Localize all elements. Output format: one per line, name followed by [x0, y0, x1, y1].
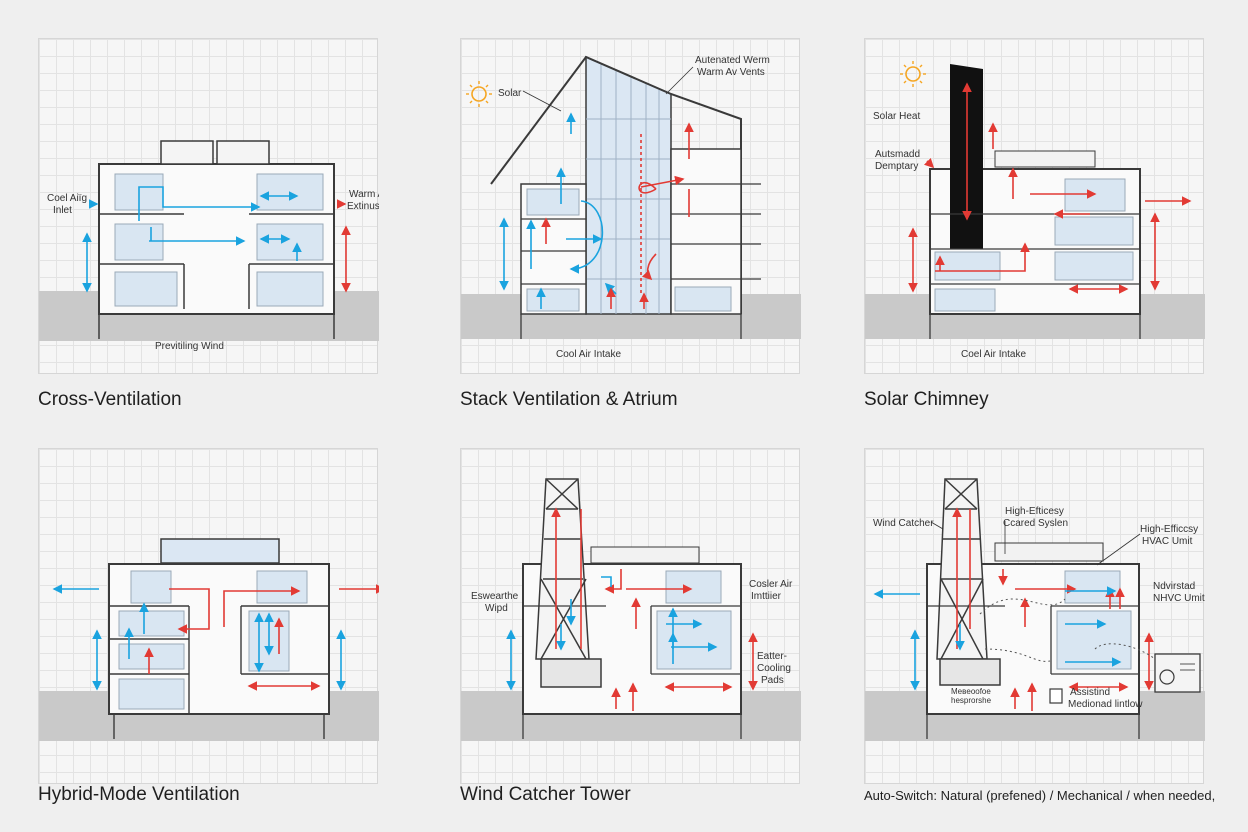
- label-intake: Cool Air Intake: [556, 349, 621, 360]
- wind-tower: [936, 478, 988, 660]
- warm-air-arrows: [144, 584, 379, 691]
- label-assisted: Medionad lintlow: [1068, 699, 1143, 710]
- label-exhaust: Warm Air: [349, 189, 379, 200]
- label-solar-heat: Solar Heat: [873, 111, 920, 122]
- label-wind: Eswearthe: [471, 591, 519, 602]
- label-wind: Wiрd: [485, 603, 508, 614]
- roof-unit: [160, 538, 280, 564]
- roof-unit: [590, 546, 700, 564]
- label-emitter: Imttiier: [751, 591, 782, 602]
- warm-air-arrows: [551, 507, 758, 711]
- roof-unit: [216, 140, 270, 165]
- stack-ventilation-drawing: Solar Autenated Werm Warm Av Vents Cool …: [461, 55, 801, 360]
- windows: [1056, 570, 1132, 670]
- hybrid-mode-drawing: [39, 538, 379, 741]
- label-pads: Cooling: [757, 663, 791, 674]
- label-cased-system: High-Efticesy: [1005, 506, 1064, 517]
- diagram-solar-chimney: Solar Heat Autsmadd Demptary Coel Air In…: [864, 38, 1205, 374]
- wind-tower: [535, 478, 590, 660]
- auto-switch-drawing: Wind Catcher High-Efticesy Ccared Syslen…: [865, 478, 1205, 741]
- label-damper: Autsmadd: [875, 149, 920, 160]
- label-emitter: Cosler Air: [749, 579, 793, 590]
- control-signal-lines: [979, 598, 1156, 662]
- diagram-wind-catcher-tower: Eswearthe Wiрd Cosler Air Imttiier Eatte…: [460, 448, 801, 784]
- windows: [934, 178, 1134, 312]
- solar-chimney-drawing: Solar Heat Autsmadd Demptary Coel Air In…: [865, 61, 1205, 360]
- label-solar: Solar: [498, 88, 522, 99]
- roof-unit: [160, 140, 214, 165]
- cross-ventilation-drawing: Coel Aiїg Inlet Warm Air Extinust Previt…: [39, 140, 379, 352]
- roof-unit: [994, 150, 1096, 168]
- control-box: [1049, 688, 1063, 704]
- hvac-unit: [1154, 653, 1201, 693]
- cool-air-arrows: [52, 584, 346, 691]
- label-box: hesprorshe: [951, 696, 992, 705]
- caption-hybrid-mode: Hybrid-Mode Ventilation: [38, 784, 240, 805]
- caption-auto-switch: Auto-Switch: Natural (prefened) / Mechan…: [864, 788, 1216, 803]
- label-vents: Warm Av Vents: [697, 67, 765, 78]
- caption-stack-ventilation: Stack Ventilation & Atrium: [460, 389, 678, 410]
- warm-air-arrows: [952, 507, 1154, 711]
- label-pads: Pads: [761, 675, 784, 686]
- label-hvac-unit: HVAC Umit: [1142, 536, 1193, 547]
- label-nhvc-unit: NHVC Umit: [1153, 593, 1205, 604]
- diagram-auto-switch: Wind Catcher High-Efticesy Ccared Syslen…: [864, 448, 1205, 784]
- caption-solar-chimney: Solar Chimney: [864, 389, 989, 410]
- label-exhaust: Extinust: [347, 201, 379, 212]
- label-vents: Autenated Werm: [695, 55, 770, 66]
- roof-unit: [994, 542, 1104, 562]
- cooling-box: [540, 658, 602, 688]
- caption-cross-ventilation: Cross-Ventilation: [38, 389, 182, 410]
- cool-air-arrows: [82, 186, 302, 293]
- atrium-glass: [585, 55, 672, 315]
- label-assisted: Assistind: [1070, 687, 1110, 698]
- label-wind: Previtiling Wind: [155, 341, 224, 352]
- cool-air-arrows: [873, 586, 1122, 691]
- label-hvac-unit: High-Efficcsy: [1140, 524, 1198, 535]
- label-pads: Eatter-: [757, 651, 787, 662]
- windows: [656, 570, 732, 670]
- label-inlet: Coel Aiїg: [47, 193, 87, 204]
- warm-air-arrows: [541, 122, 694, 309]
- caption-wind-catcher-tower: Wind Catcher Tower: [460, 784, 631, 805]
- label-cased-system: Ccared Syslen: [1003, 518, 1068, 529]
- warm-air-arrows: [908, 82, 1192, 294]
- label-damper: Demptary: [875, 161, 918, 172]
- label-wind-catcher: Wind Catcher: [873, 518, 934, 529]
- diagram-hybrid-mode: [38, 448, 379, 784]
- cooling-box: [939, 658, 1001, 686]
- label-intake: Coel Air Intake: [961, 349, 1026, 360]
- label-box: Meвeoofoe: [951, 687, 991, 696]
- windows: [526, 188, 732, 312]
- wind-catcher-drawing: Eswearthe Wiрd Cosler Air Imttiier Eatte…: [461, 478, 801, 741]
- warm-air-arrows: [337, 199, 351, 293]
- label-inlet: Inlet: [53, 205, 72, 216]
- sun-icon: [900, 61, 926, 87]
- label-nhvc-unit: Ndvirstad: [1153, 581, 1195, 592]
- cool-air-arrows: [499, 112, 617, 309]
- sun-icon: [466, 81, 492, 107]
- cool-air-arrows: [506, 576, 718, 691]
- diagram-stack-ventilation: Solar Autenated Werm Warm Av Vents Cool …: [460, 38, 801, 374]
- diagram-cross-ventilation: Coel Aiїg Inlet Warm Air Extinust Previt…: [38, 38, 379, 374]
